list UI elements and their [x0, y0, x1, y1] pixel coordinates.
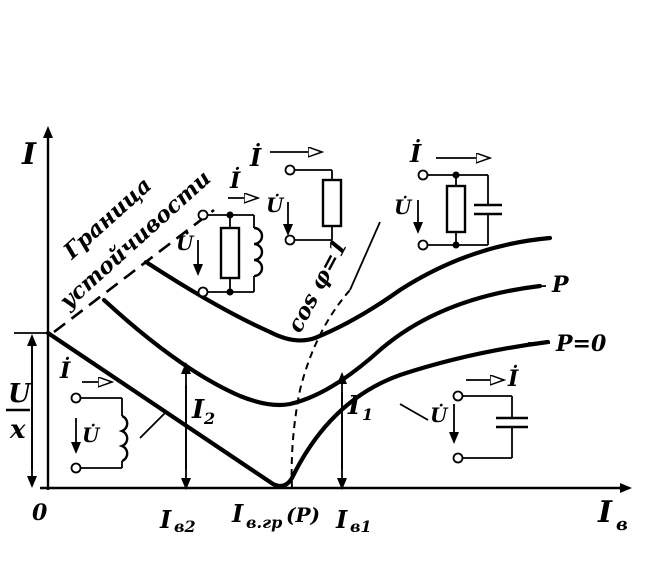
curve-p-label: P — [551, 272, 570, 298]
circuit2-current-label: İ — [249, 143, 262, 172]
circuit1-inductor — [253, 226, 264, 278]
current-markers: I 2 I 1 — [181, 362, 373, 490]
curve-p0-label: P=0 — [555, 331, 607, 357]
circuit1-voltage-label: U̇ — [176, 231, 195, 255]
circuit-resistor: İ U̇ — [249, 143, 343, 246]
circuit2-resistor — [321, 178, 343, 228]
curve-labels: P P=0 — [525, 272, 607, 357]
circuit2-voltage-label: U̇ — [266, 193, 285, 217]
circuit-rc-parallel: İ U̇ — [394, 139, 502, 251]
ib1-label: I — [335, 505, 348, 534]
circuit3-current-label: İ — [409, 139, 422, 168]
circuit-rl-parallel: İ U̇ — [176, 166, 264, 298]
ux-denominator: x — [9, 415, 26, 445]
circuit1-current-label: İ — [229, 166, 241, 194]
x-axis-label: I — [597, 495, 613, 530]
circuit3-resistor — [445, 184, 467, 234]
circuit-inductor: İ U̇ — [59, 356, 167, 474]
curve-top — [143, 235, 553, 343]
i1-sub: 1 — [362, 405, 373, 424]
origin-label: 0 — [32, 500, 48, 526]
axes: I I в 0 — [21, 126, 632, 535]
ux-numerator: U — [8, 379, 32, 409]
ib2-sub: в2 — [174, 517, 196, 536]
i2-sub: 2 — [203, 409, 215, 428]
ux-marker: U x — [6, 332, 48, 488]
circuit-capacitor: İ U̇ — [399, 364, 528, 464]
ibgr-p: (P) — [286, 503, 320, 527]
v-curves — [45, 235, 553, 489]
ibgr-sub: в.гр — [246, 513, 282, 532]
i1-label: I — [347, 391, 361, 421]
y-axis-label: I — [21, 137, 37, 172]
circuit5-capacitor — [496, 416, 528, 429]
x-axis-label-sub: в — [616, 514, 628, 535]
cos-phi-line: cos φ=1 — [282, 221, 381, 489]
ibgr-label: I — [231, 499, 244, 528]
circuit5-current-label: İ — [507, 364, 519, 392]
ib2-label: I — [159, 505, 172, 534]
circuit5-voltage-label: U̇ — [430, 403, 449, 427]
cos-phi-label: cos φ=1 — [282, 235, 353, 337]
ib1-sub: в1 — [350, 517, 372, 536]
i2-label: I — [191, 395, 205, 425]
curve-p0 — [45, 330, 551, 489]
circuit4-voltage-label: U̇ — [82, 423, 101, 447]
x-tick-labels: I в2 I в.гр (P) I в1 — [159, 499, 372, 536]
circuit3-capacitor — [474, 203, 502, 216]
circuit4-inductor — [118, 414, 129, 463]
circuit1-resistor — [219, 226, 241, 280]
circuit3-voltage-label: U̇ — [394, 195, 413, 219]
circuit4-current-label: İ — [59, 356, 71, 384]
